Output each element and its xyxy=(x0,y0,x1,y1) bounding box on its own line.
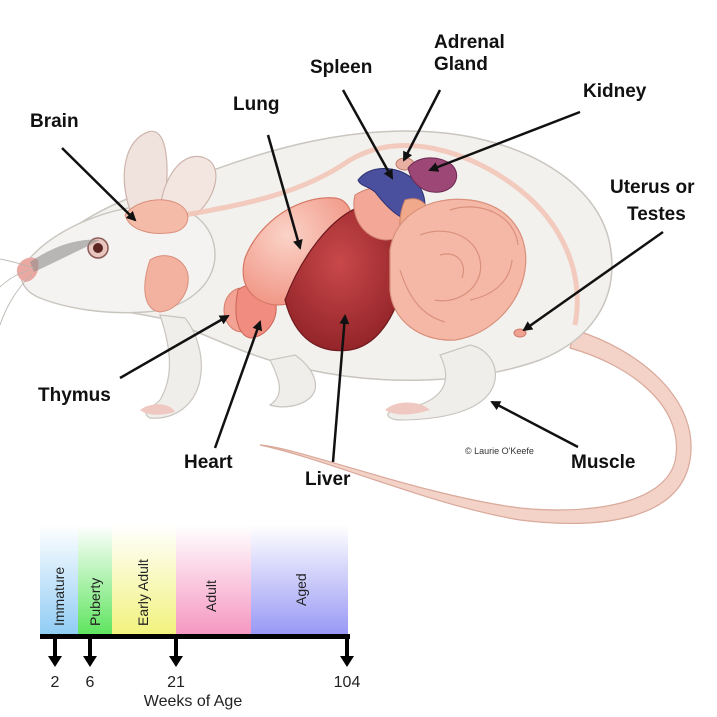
tick-label-104: 104 xyxy=(334,674,361,691)
stage-puberty-label: Puberty xyxy=(87,578,103,626)
intestines xyxy=(389,198,527,341)
label-heart: Heart xyxy=(184,452,233,473)
label-thymus: Thymus xyxy=(38,385,111,406)
stage-aged-label: Aged xyxy=(293,573,309,606)
arrow-muscle xyxy=(490,400,579,449)
arrow-thymus xyxy=(119,314,230,380)
timeline-axis xyxy=(40,634,350,639)
stage-early-adult-band xyxy=(112,525,176,637)
tick-label-21: 21 xyxy=(167,674,185,691)
ear-front xyxy=(159,155,217,216)
tick-2-arrow xyxy=(48,656,62,667)
tick-6-arrow xyxy=(83,656,97,667)
hind-leg xyxy=(387,344,497,421)
organ-labels: Brain Lung Spleen Adrenal Gland Kidney U… xyxy=(30,32,695,490)
tick-21-arrow xyxy=(169,656,183,667)
label-brain: Brain xyxy=(30,111,79,132)
whiskers xyxy=(0,258,35,326)
tick-104-arrow xyxy=(340,656,354,667)
label-uterus-line2: Testes xyxy=(627,204,686,225)
arrow-kidney xyxy=(428,110,581,172)
arrow-uterus xyxy=(522,230,664,332)
label-adrenal-line2: Gland xyxy=(434,54,488,75)
label-adrenal-line1: Adrenal xyxy=(434,32,505,53)
mouse-illustration xyxy=(0,130,692,524)
tail xyxy=(259,329,692,524)
label-muscle: Muscle xyxy=(571,452,635,473)
neck-glands xyxy=(144,255,189,313)
stage-adult-band xyxy=(176,525,251,637)
arrow-lung xyxy=(266,134,303,250)
stage-puberty-band xyxy=(78,525,112,637)
tick-label-6: 6 xyxy=(86,674,95,691)
front-leg xyxy=(145,314,202,419)
paw-front xyxy=(140,404,175,415)
label-arrows xyxy=(61,89,664,463)
label-kidney: Kidney xyxy=(583,81,647,102)
arrow-liver xyxy=(331,314,350,463)
spinal-cord xyxy=(184,143,580,326)
stage-immature-band xyxy=(40,525,78,637)
tick-label-2: 2 xyxy=(51,674,60,691)
stage-early-adult-label: Early Adult xyxy=(135,559,151,626)
stage-immature-label: Immature xyxy=(51,567,67,626)
label-liver: Liver xyxy=(305,469,351,490)
label-spleen: Spleen xyxy=(310,57,372,78)
label-uterus-line1: Uterus or xyxy=(610,177,695,198)
arrow-brain xyxy=(61,147,137,222)
timeline-axis-label: Weeks of Age xyxy=(144,693,243,710)
kidney-organ xyxy=(407,157,458,193)
ear-back xyxy=(123,130,168,211)
illustration-credit: © Laurie O'Keefe xyxy=(465,446,534,456)
arrow-adrenal xyxy=(402,89,442,162)
face-shading xyxy=(30,239,100,272)
brain-organ xyxy=(124,199,189,234)
arrow-spleen xyxy=(341,89,394,180)
paw-hind xyxy=(385,402,430,415)
pupil xyxy=(93,243,103,253)
stage-adult-label: Adult xyxy=(203,580,219,612)
middle-leg xyxy=(268,354,317,408)
arrow-heart xyxy=(213,320,263,449)
stage-aged-band xyxy=(251,525,348,637)
label-lung: Lung xyxy=(233,94,279,115)
age-timeline: Immature Puberty Early Adult Adult Aged … xyxy=(40,525,360,710)
